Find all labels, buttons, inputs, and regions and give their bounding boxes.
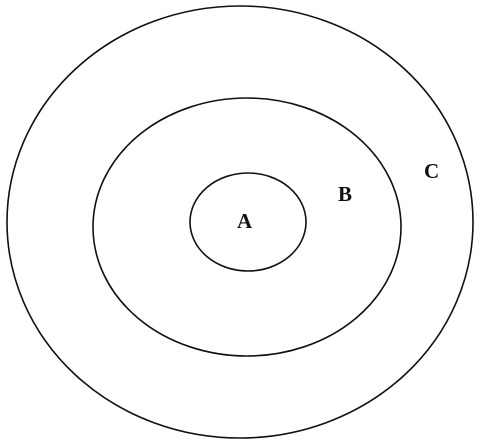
label-a: A [237,209,253,233]
label-c: C [424,159,439,183]
label-b: B [338,182,352,206]
outer-circle-c [6,5,474,439]
inner-circle-a [189,172,307,272]
middle-circle-b [92,97,402,357]
